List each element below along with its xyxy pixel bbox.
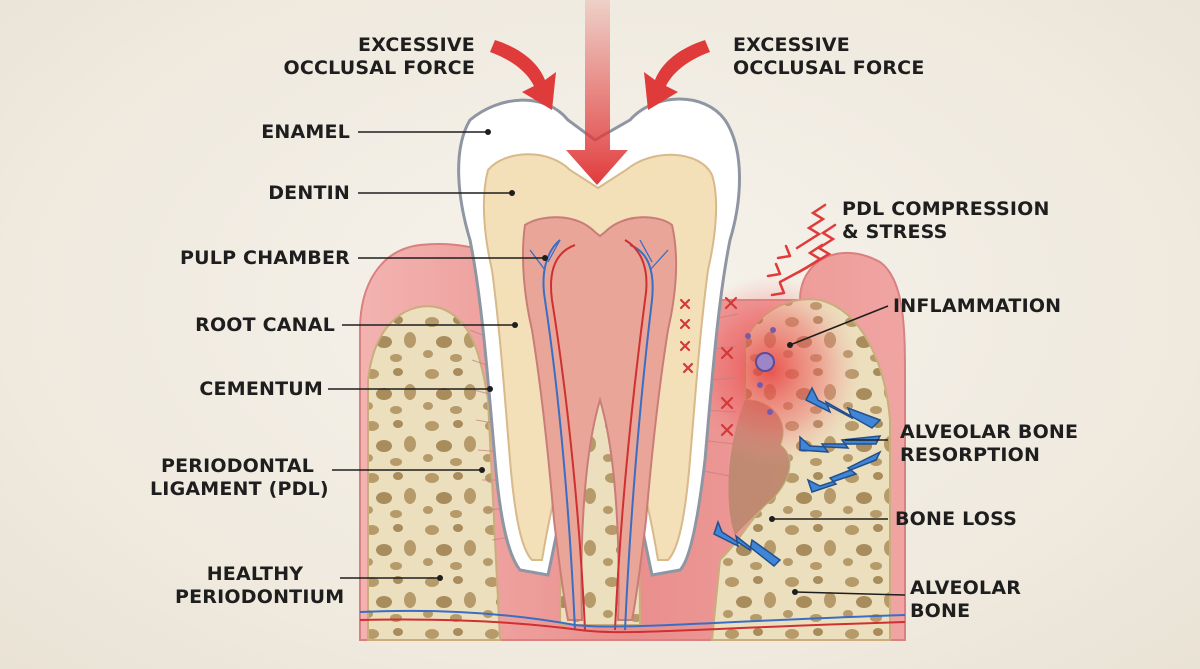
alveolar-bone-left [367,305,502,641]
label-bone-resorption-line2: RESORPTION [900,444,1041,466]
occlusal-force-arrows [490,0,710,185]
label-pdl-line2: LIGAMENT (PDL) [150,478,329,500]
inflammation-cell-small [767,409,773,415]
leader-lines [328,131,906,596]
inflammation-cell-small [770,327,776,333]
label-healthy-line1: HEALTHY [206,563,304,585]
label-bone-resorption-line1: ALVEOLAR BONE [900,421,1079,443]
inflammation-cell [755,352,775,372]
label-alveolar-bone-line1: ALVEOLAR [910,577,1022,599]
damage-marks [679,296,738,437]
label-healthy-periodontium: HEALTHY PERIODONTIUM [175,563,345,609]
label-pdl-line1: PERIODONTAL [160,455,315,477]
resorption-arrow-1 [804,386,882,429]
resorption-arrow-4 [713,519,782,568]
label-pdl-compression: PDL COMPRESSION & STRESS [842,198,1062,244]
force-arrow-right [644,40,710,110]
label-enamel: ENAMEL [261,121,350,143]
force-arrow-left [490,40,556,110]
label-force-left: EXCESSIVE OCCLUSAL FORCE [250,34,475,80]
inflammation-cell-small [745,333,751,339]
inflammation-cell-small [757,382,763,388]
resorption-arrow-3 [806,450,882,493]
label-alveolar-bone: ALVEOLAR BONE [910,577,1050,623]
label-pdl: PERIODONTAL LIGAMENT (PDL) [150,455,329,501]
pulp-vessels [359,239,906,634]
label-pulp-chamber: PULP CHAMBER [180,247,350,269]
leader-dots [437,129,798,595]
label-force-right-line2: OCCLUSAL FORCE [733,57,925,79]
label-healthy-line2: PERIODONTIUM [175,586,345,608]
label-force-left-line2: OCCLUSAL FORCE [283,57,475,79]
label-force-right: EXCESSIVE OCCLUSAL FORCE [733,34,958,80]
label-pdl-compression-line1: PDL COMPRESSION [842,198,1050,220]
label-bone-loss: BONE LOSS [895,508,1018,530]
pdl-compression-arrows [766,203,837,297]
force-arrow-center [566,0,628,185]
label-cementum: CEMENTUM [199,378,323,400]
label-alveolar-bone-line2: BONE [910,600,971,622]
label-force-left-line1: EXCESSIVE [358,34,475,56]
label-bone-resorption: ALVEOLAR BONE RESORPTION [900,421,1100,467]
label-inflammation: INFLAMMATION [893,295,1062,317]
label-force-right-line1: EXCESSIVE [733,34,850,56]
label-root-canal: ROOT CANAL [195,314,335,336]
label-pdl-compression-line2: & STRESS [842,221,948,243]
label-dentin: DENTIN [268,182,350,204]
